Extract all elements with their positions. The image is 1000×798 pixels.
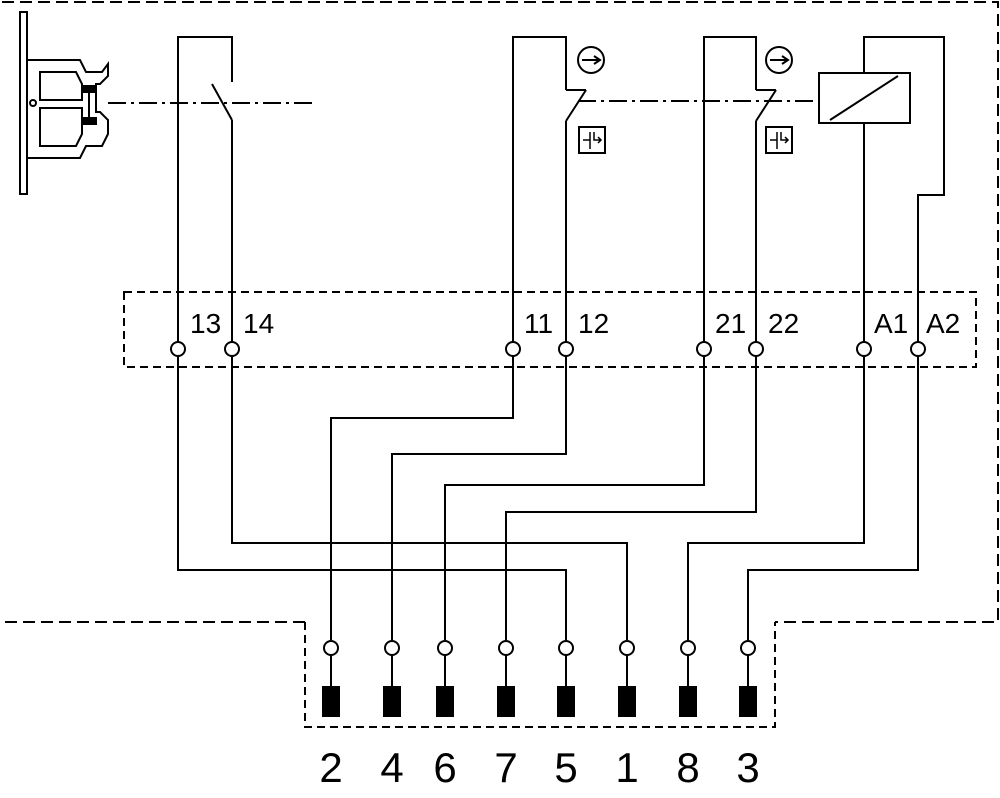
housing-boundary xyxy=(2,1,999,623)
contact-21-22 xyxy=(703,36,777,343)
slow-action-icon xyxy=(765,126,793,154)
connector-pin-labels: 2 4 6 7 5 1 8 3 xyxy=(319,744,759,791)
connector-pin xyxy=(618,640,636,717)
contact-11-12 xyxy=(512,36,587,343)
terminal-label-22: 22 xyxy=(768,308,799,339)
connector-pin xyxy=(557,640,575,717)
connector-boundary xyxy=(304,622,776,728)
connector-pin xyxy=(322,640,340,717)
terminal-label-13: 13 xyxy=(190,308,221,339)
pin-label: 3 xyxy=(736,744,759,791)
terminal-label-11: 11 xyxy=(524,308,553,339)
connector-pin xyxy=(497,640,515,717)
pin-label: 1 xyxy=(615,744,638,791)
pin-label: 6 xyxy=(433,744,456,791)
slow-action-icon xyxy=(578,126,606,154)
connector-pin xyxy=(436,640,454,717)
terminal-label-a1: A1 xyxy=(874,308,908,339)
pin-label: 4 xyxy=(380,744,403,791)
terminal-label-12: 12 xyxy=(578,308,609,339)
connector-pins xyxy=(322,640,757,717)
pin-label: 2 xyxy=(319,744,342,791)
terminal-block-boundary xyxy=(123,291,977,368)
pin-label: 5 xyxy=(554,744,577,791)
contact-13-14 xyxy=(177,36,233,343)
pin-label: 7 xyxy=(494,744,517,791)
solenoid-coil xyxy=(818,36,945,343)
connector-pin xyxy=(383,640,401,717)
actuator-icon xyxy=(19,11,109,195)
connector-pin xyxy=(739,640,757,717)
positive-opening-icon xyxy=(765,46,793,74)
positive-opening-icon xyxy=(577,46,605,74)
connector-pin xyxy=(679,640,697,717)
terminal-label-a2: A2 xyxy=(926,308,960,339)
terminal-label-21: 21 xyxy=(715,308,746,339)
terminal-screws xyxy=(170,341,926,357)
terminal-label-14: 14 xyxy=(243,308,274,339)
internal-wiring xyxy=(177,356,919,640)
pin-label: 8 xyxy=(676,744,699,791)
